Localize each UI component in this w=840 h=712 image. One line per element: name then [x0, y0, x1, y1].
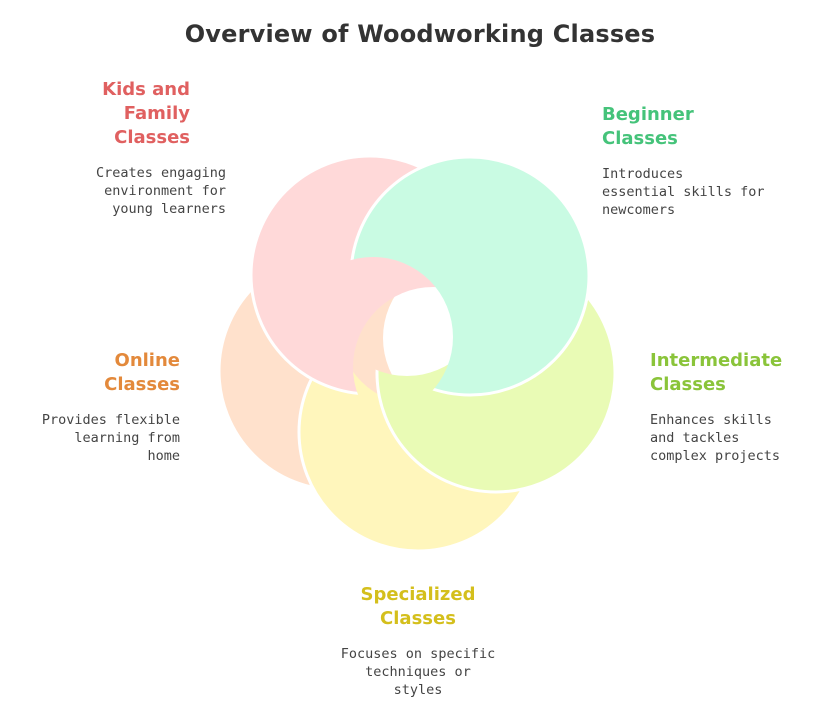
petal-beginner: [349, 155, 591, 397]
diagram-title: Overview of Woodworking Classes: [184, 20, 656, 48]
pinwheel-petals: [217, 154, 617, 553]
